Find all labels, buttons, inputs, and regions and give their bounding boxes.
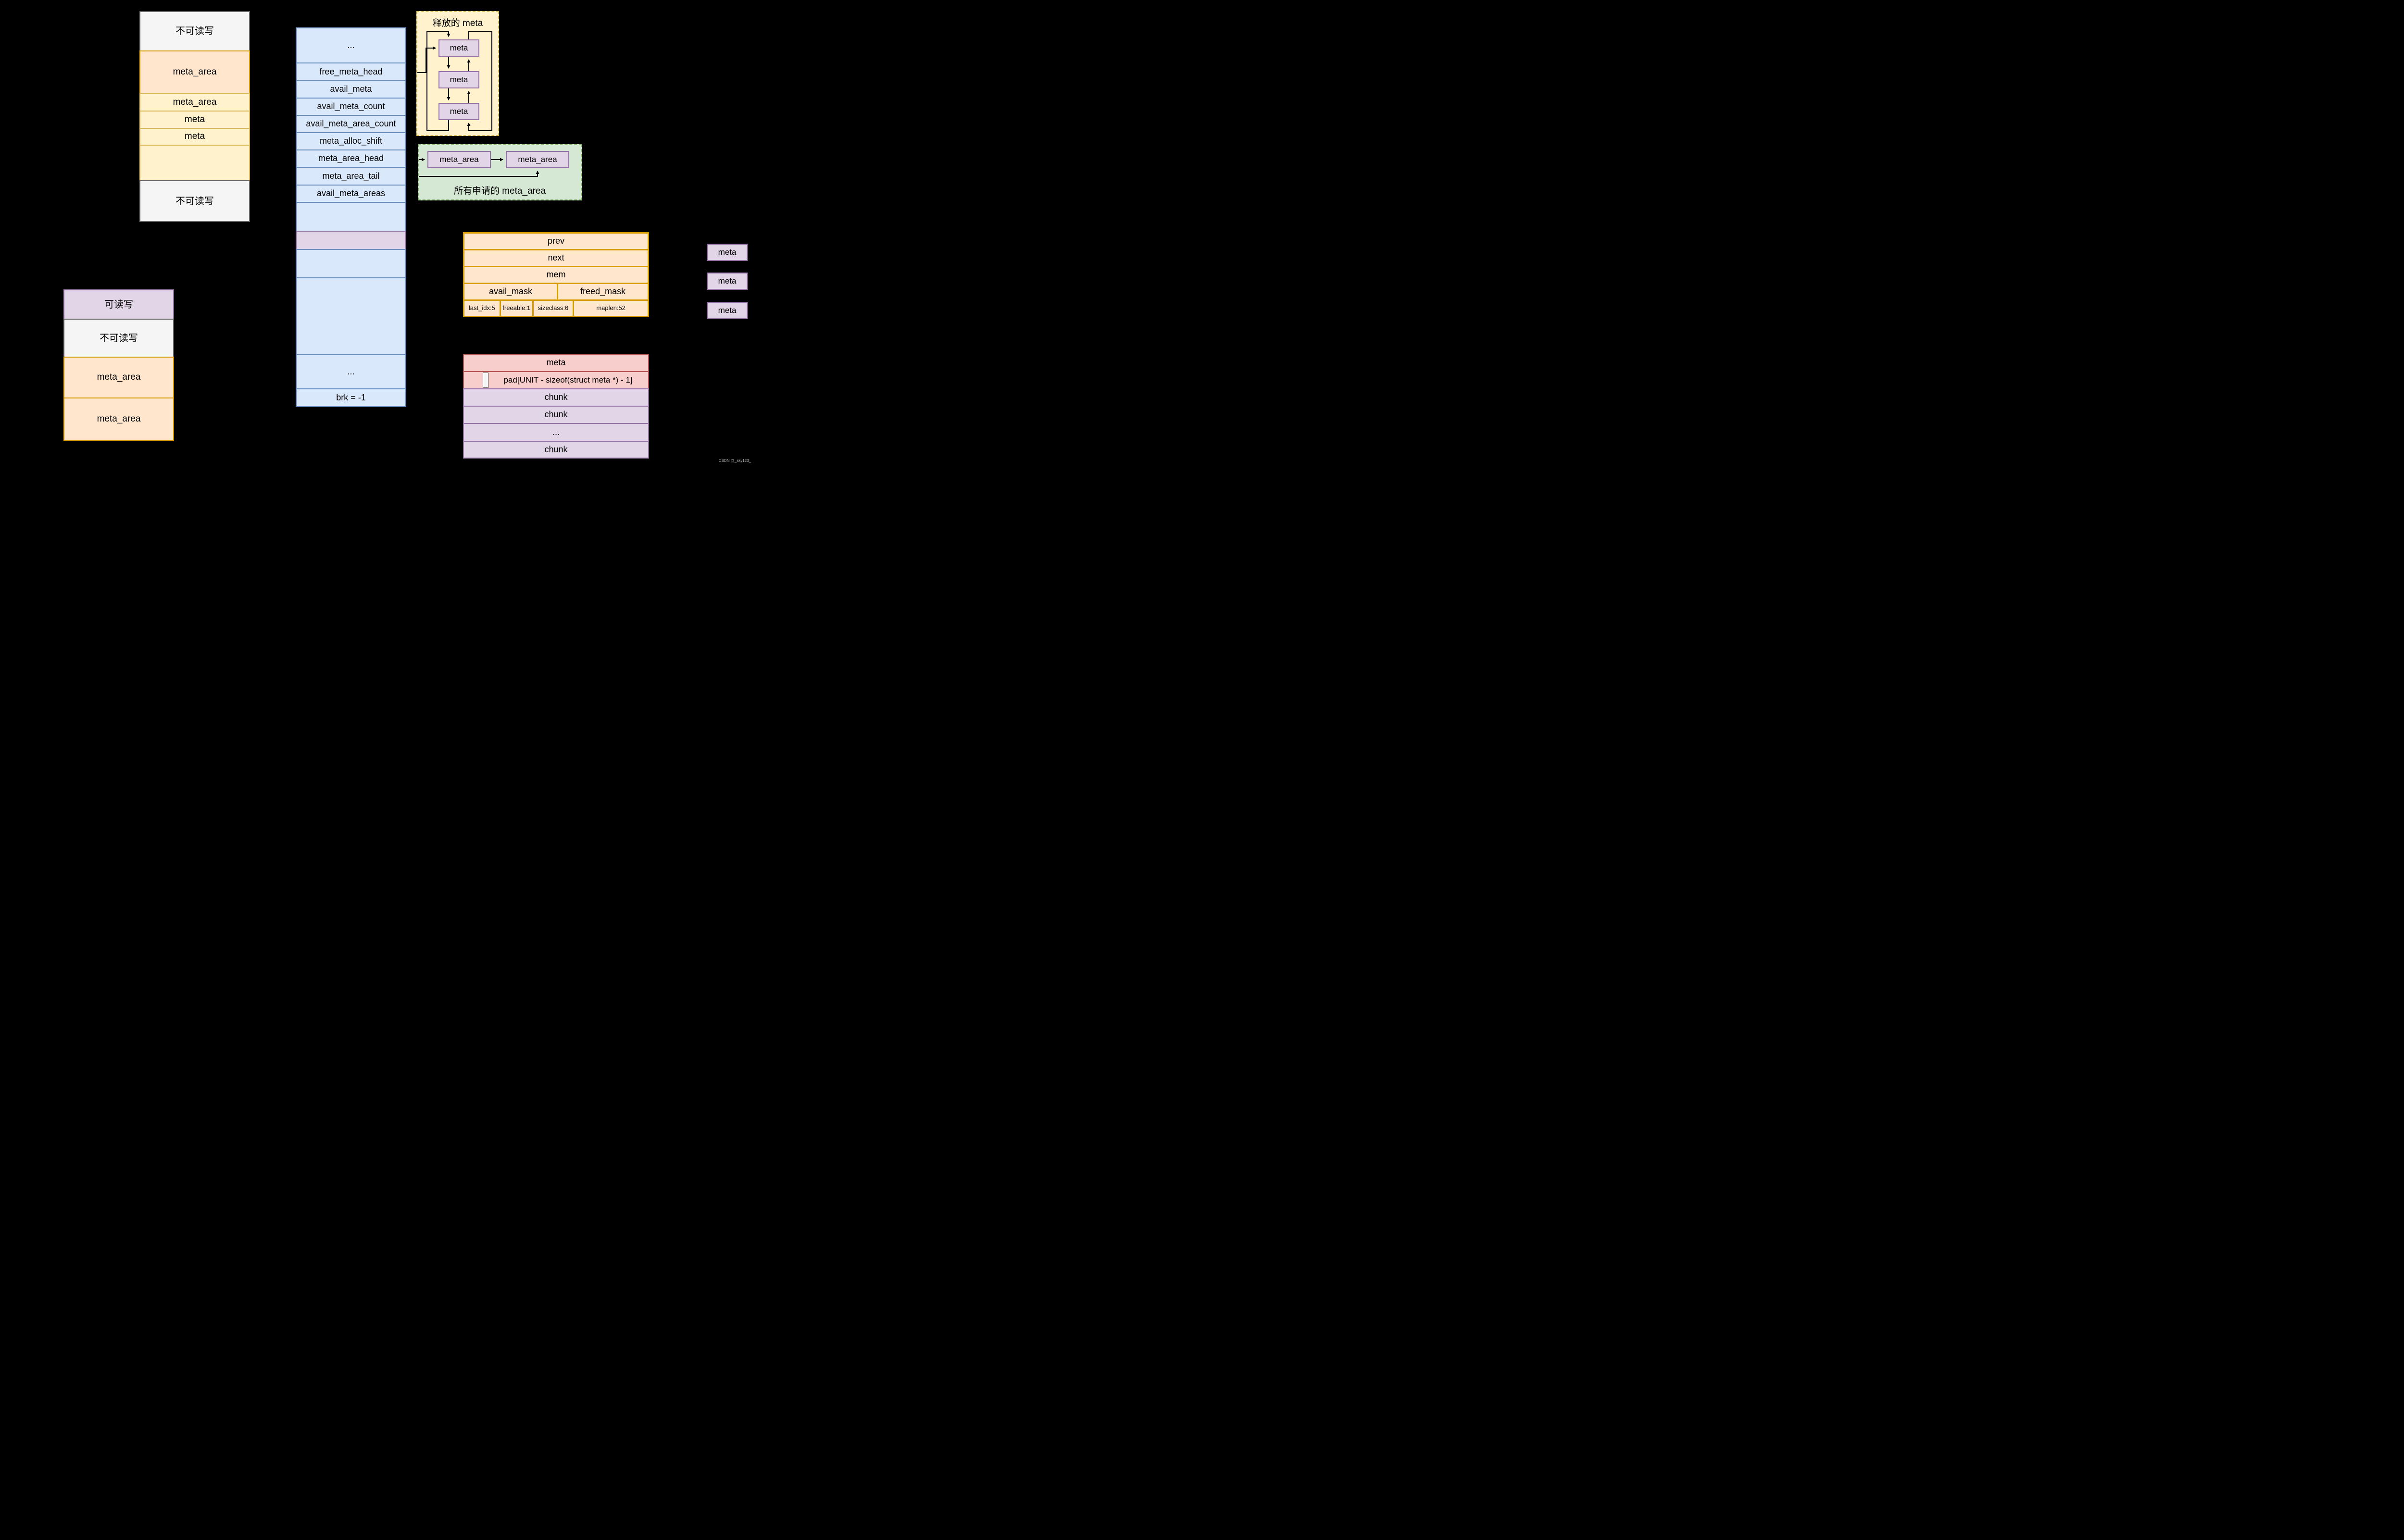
watermark: CSDN @_sky123_ bbox=[718, 459, 751, 463]
freed-meta-group: 释放的 meta meta meta meta bbox=[416, 11, 499, 136]
group-row-pad-label: pad[UNIT - sizeof(struct meta *) - 1] bbox=[503, 375, 633, 385]
meta-cell-avail-mask: avail_mask bbox=[488, 286, 533, 297]
meta-row-masks: avail_mask freed_mask bbox=[463, 283, 649, 301]
freed-meta-node: meta bbox=[438, 39, 479, 57]
meta-cell-freeable: freeable:1 bbox=[499, 301, 532, 316]
freed-meta-node: meta bbox=[438, 103, 479, 120]
freed-meta-title: 释放的 meta bbox=[432, 18, 483, 28]
meta-row-mem: mem bbox=[463, 266, 649, 284]
meta-cell-sizeclass: sizeclass:6 bbox=[532, 301, 573, 316]
ctx-row-empty bbox=[296, 277, 406, 355]
ctx-row-brk: brk = -1 bbox=[296, 388, 406, 407]
ctx-row-free-meta-head: free_meta_head bbox=[296, 62, 406, 81]
mallocng-memory-diagram: 不可读写 meta_area meta_area meta meta 不可读写 … bbox=[0, 0, 754, 464]
ctx-row-meta-area-tail: meta_area_tail bbox=[296, 167, 406, 186]
meta-area-node: meta_area bbox=[506, 151, 569, 168]
meta-struct-table: prev next mem avail_mask freed_mask last… bbox=[463, 232, 649, 317]
ctx-row-meta-alloc-shift: meta_alloc_shift bbox=[296, 132, 406, 150]
ctx-row-ellipsis: ... bbox=[296, 27, 406, 63]
group-row-ellipsis: ... bbox=[463, 423, 649, 442]
segment-row-noreadwrite: 不可读写 bbox=[139, 180, 250, 222]
meta-node: meta bbox=[707, 244, 748, 261]
segment-row-empty bbox=[139, 145, 250, 181]
segment-row-noreadwrite: 不可读写 bbox=[139, 11, 250, 51]
meta-cell-last-idx: last_idx:5 bbox=[468, 304, 495, 312]
group-row-chunk: chunk bbox=[463, 388, 649, 407]
meta-node: meta bbox=[707, 273, 748, 290]
freed-meta-node: meta bbox=[438, 71, 479, 88]
meta-cell-freed-mask: freed_mask bbox=[557, 284, 648, 299]
meta-node: meta bbox=[707, 302, 748, 319]
group-row-chunk: chunk bbox=[463, 441, 649, 459]
segment-row-meta-area: meta_area bbox=[139, 50, 250, 94]
ctx-row-empty bbox=[296, 202, 406, 232]
segment-row-meta: meta bbox=[139, 128, 250, 146]
ctx-row-avail-meta: avail_meta bbox=[296, 80, 406, 99]
malloc-context-struct: ... free_meta_head avail_meta avail_meta… bbox=[296, 27, 406, 407]
ctx-row-avail-meta-count: avail_meta_count bbox=[296, 98, 406, 116]
segment-row-meta-area: meta_area bbox=[63, 397, 174, 441]
pad-inband-cell bbox=[483, 373, 488, 388]
meta-area-list-label: 所有申请的 meta_area bbox=[453, 186, 546, 196]
group-row-pad: pad[UNIT - sizeof(struct meta *) - 1] bbox=[463, 371, 649, 389]
segment-map-top: 不可读写 meta_area meta_area meta meta 不可读写 bbox=[139, 11, 250, 222]
meta-row-bitfields: last_idx:5 freeable:1 sizeclass:6 maplen… bbox=[463, 299, 649, 317]
segment-row-noreadwrite: 不可读写 bbox=[63, 319, 174, 358]
meta-area-list-group: meta_area meta_area 所有申请的 meta_area bbox=[418, 144, 582, 200]
ctx-row-avail-meta-areas: avail_meta_areas bbox=[296, 185, 406, 203]
meta-cell-maplen: maplen:52 bbox=[573, 301, 648, 316]
segment-row-meta-area: meta_area bbox=[139, 93, 250, 112]
group-struct-table: meta pad[UNIT - sizeof(struct meta *) - … bbox=[463, 354, 649, 459]
meta-row-prev: prev bbox=[463, 232, 649, 250]
segment-row-meta: meta bbox=[139, 111, 250, 129]
group-row-meta: meta bbox=[463, 354, 649, 372]
ctx-row-ellipsis: ... bbox=[296, 354, 406, 389]
ctx-row-empty bbox=[296, 249, 406, 278]
segment-row-readwrite: 可读写 bbox=[63, 289, 174, 320]
meta-row-next: next bbox=[463, 249, 649, 267]
meta-area-node: meta_area bbox=[427, 151, 491, 168]
ctx-row-highlight bbox=[296, 231, 406, 250]
segment-row-meta-area: meta_area bbox=[63, 357, 174, 398]
ctx-row-avail-meta-area-count: avail_meta_area_count bbox=[296, 115, 406, 133]
group-row-chunk: chunk bbox=[463, 406, 649, 424]
segment-map-bottom: 可读写 不可读写 meta_area meta_area bbox=[63, 289, 174, 441]
ctx-row-meta-area-head: meta_area_head bbox=[296, 149, 406, 168]
